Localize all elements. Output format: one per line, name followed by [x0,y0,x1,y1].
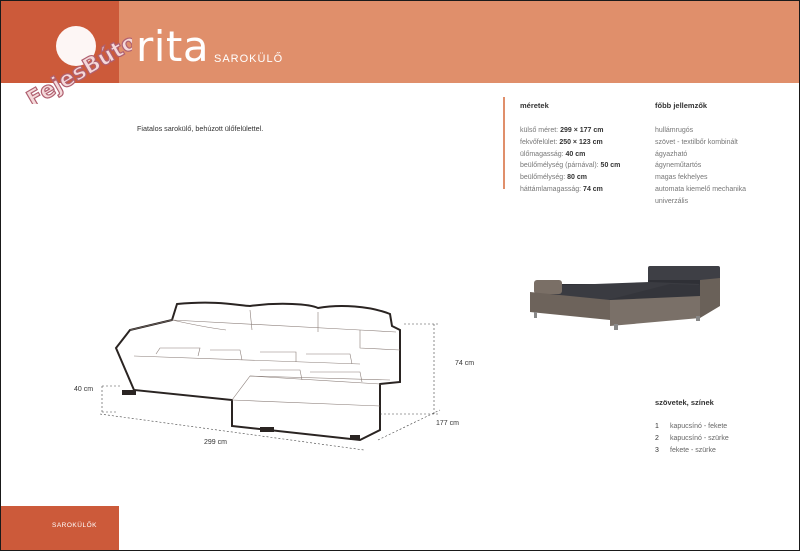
szovetek-title: szövetek, színek [655,398,714,407]
product-category: SAROKÜLŐ [214,53,284,65]
jellemzok-title: főbb jellemzők [655,101,708,110]
spec-row: külső méret: 299 × 177 cm [520,127,604,134]
feature-item: ágyneműtartós [655,162,702,170]
meretek-list: külső méret: 299 × 177 cm fekvőfelület: … [520,125,620,196]
spec-row: beülőmélység: 80 cm [520,174,587,182]
depth-dimension: 177 cm [436,420,459,427]
spec-row: fekvőfelület: 250 × 123 cm [520,138,603,146]
feature-item: magas fekhelyes [655,174,708,182]
feature-item: ágyazható [655,150,688,158]
feature-item: szövet - textilbőr kombinált [655,138,738,146]
sofa-photo [530,266,720,330]
feature-item: automata kiemelő mechanika [655,185,747,193]
meretek-title: méretek [520,101,549,110]
spec-row: ülőmagasság: 40 cm [520,150,586,158]
intro-text: Fiatalos sarokülő, behúzott ülőfelülette… [137,124,264,133]
seat-height-dimension: 40 cm [74,386,94,393]
sofa-dimension-drawing [99,301,441,451]
divider-line [503,97,505,189]
footer-block [1,506,119,550]
feature-item: hullámrugós [655,127,694,134]
spec-row: beülőmélység (párnával): 50 cm [520,162,621,170]
height-dimension: 74 cm [455,360,475,367]
header-bar [1,1,799,83]
brand-logo-icon [56,26,96,66]
footer-category-link[interactable]: SAROKÜLŐK [52,522,97,529]
product-name: rita [136,22,210,71]
spec-row: háttámlamagasság: 74 cm [520,185,603,193]
jellemzok-list: hullámrugós szövet - textilbőr kombinált… [655,125,746,208]
width-dimension: 299 cm [204,439,227,446]
watermark-stamp: FejesBútor [22,23,132,104]
watermark-text: FejesBútor [23,24,132,104]
feature-item: univerzális [655,197,689,205]
